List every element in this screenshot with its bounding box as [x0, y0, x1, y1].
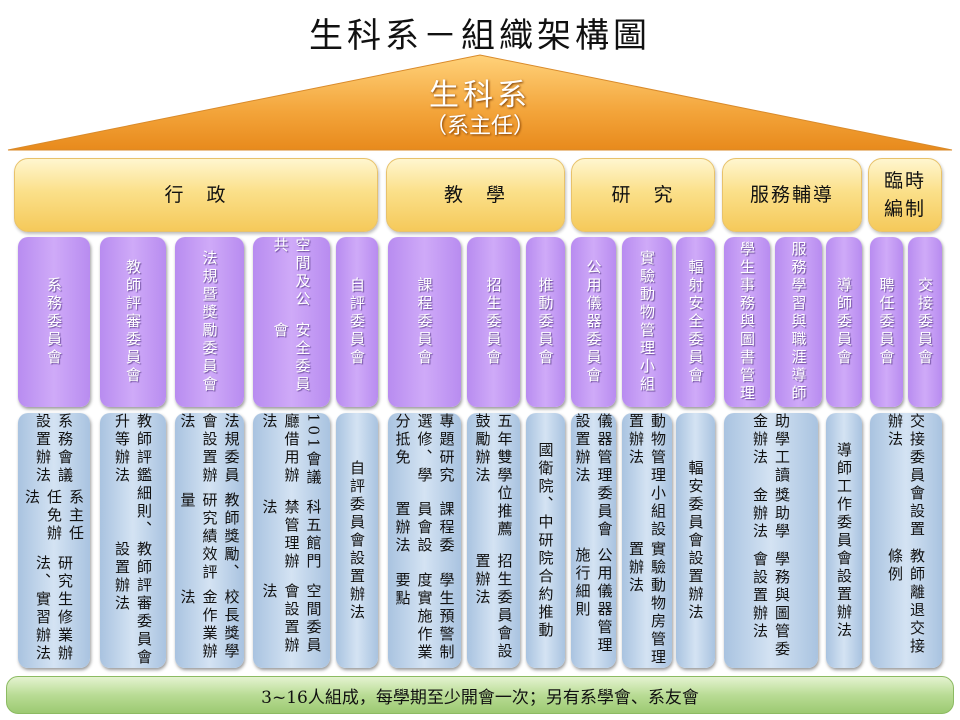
regulations-box: 導師工作委員會設置辦法 — [826, 413, 862, 668]
committee-box: 空間及公共安全委員會 — [253, 237, 330, 407]
regulation-line: 空間委員會設置辦法 — [260, 583, 323, 656]
committee-name-line: 課程委員會 — [415, 277, 434, 367]
committee-name-line: 招生委員會 — [484, 277, 503, 367]
regulations-box: 專題研究選修、學分抵免課程委員會設置辦法學生預警制度實施作業要點 — [388, 413, 461, 668]
committee-name-line: 空間及公共 — [271, 237, 312, 309]
regulation-line: 交接委員會設置辦法 — [886, 413, 926, 539]
committee-name-line: 職涯導師 — [789, 331, 808, 403]
regulation-line: 教師獎勵、研究績效評量 — [178, 492, 241, 583]
committee-box: 自評委員會 — [336, 237, 378, 407]
committee-box: 課程委員會 — [388, 237, 461, 407]
roof-shape — [7, 54, 953, 151]
regulation-line: 教師離退交接條例 — [886, 548, 926, 656]
committee-name-line: 學生事務與 — [738, 241, 756, 331]
regulations-box: 助學工讀金辦法獎助學金辦法學務與圖管委會設置辦法 — [724, 413, 818, 668]
regulations-box: 動物管理小組設置辦法實驗動物房管理置辦法 — [622, 413, 672, 668]
regulation-line: 獎助學金辦法 — [751, 487, 791, 542]
committee-name-line: 教師評審委員會 — [124, 259, 142, 385]
department-head-title: 生科系 — [429, 78, 531, 113]
committee-box: 系務委員會 — [18, 237, 90, 407]
regulation-line: 課程委員會設置辦法 — [393, 500, 456, 555]
committee-box: 法規暨獎勵委員會 — [175, 237, 244, 407]
regulations-box: 自評委員會設置辦法 — [336, 413, 378, 668]
committee-name-line: 圖書管理 — [738, 331, 756, 403]
committee-name-line: 公用儀器委員會 — [584, 259, 603, 385]
regulations-box: 五年雙學位推薦鼓勵辦法招生委員會設置辦法 — [467, 413, 520, 668]
regulations-box: 交接委員會設置辦法教師離退交接條例 — [870, 413, 942, 668]
regulation-line: 學務與圖管委會設置辦法 — [751, 551, 791, 660]
category-service: 服務輔導 — [722, 158, 862, 232]
committee-box: 交接委員會 — [908, 237, 942, 407]
committee-name-line: 服務學習與 — [789, 241, 808, 331]
regulations-box: 教師評鑑細則、升等辦法教師評審委員會設置辦法 — [100, 413, 166, 668]
regulation-line: 輻安委員會設置辦法 — [686, 459, 705, 622]
footer-note: 3~16人組成，每學期至少開會一次；另有系學會、系友會 — [6, 676, 954, 714]
regulation-line: 教師評審委員會設置辦法 — [113, 540, 153, 667]
regulations-box: 101會議廳借用辦法科五館門禁管理辦法空間委員會設置辦法 — [253, 413, 330, 668]
committee-name-line: 推動委員會 — [536, 277, 555, 367]
committee-box: 招生委員會 — [467, 237, 520, 407]
committee-box: 服務學習與職涯導師 — [775, 237, 822, 407]
committee-name-line: 交接委員會 — [916, 277, 934, 367]
committee-box: 聘任委員會 — [870, 237, 903, 407]
committee-name-line: 法規暨 — [200, 250, 219, 304]
regulations-box: 輻安委員會設置辦法 — [676, 413, 715, 668]
regulation-line: 動物管理小組設置辦法 — [627, 413, 667, 539]
regulation-line: 科五館門禁管理辦法 — [260, 498, 323, 571]
regulations-box: 國衛院、中研院合約推動 — [526, 413, 565, 668]
committee-box: 推動委員會 — [526, 237, 565, 407]
committee-box: 教師評審委員會 — [100, 237, 166, 407]
committee-name-line: 導師委員會 — [835, 277, 853, 367]
committee-name-line: 自評委員會 — [348, 277, 366, 367]
regulation-line: 法規委員會設置辦法 — [178, 413, 241, 485]
regulation-line: 自評委員會設置辦法 — [348, 459, 366, 622]
regulation-line: 系主任任免辦法 — [23, 488, 85, 543]
committee-box: 公用儀器委員會 — [571, 237, 616, 407]
regulations-box: 法規委員會設置辦法教師獎勵、研究績效評量校長獎學金作業辦法 — [175, 413, 244, 668]
committee-box: 導師委員會 — [826, 237, 862, 407]
category-temporary: 臨時 編制 — [868, 158, 942, 232]
regulation-line: 助學工讀金辦法 — [751, 413, 791, 485]
category-admin: 行 政 — [14, 158, 378, 232]
regulation-line: 導師工作委員會設置辦法 — [835, 441, 853, 640]
page-title: 生科系－組織架構圖 — [309, 16, 651, 56]
regulation-line: 教師評鑑細則、升等辦法 — [113, 413, 153, 539]
committee-name-line: 輻射安全委員會 — [686, 259, 705, 385]
committee-name-line: 實驗動物管理小組 — [638, 250, 656, 394]
regulation-line: 研究生修業辦法、實習辦法 — [34, 554, 74, 663]
regulation-line: 實驗動物房管理置辦法 — [627, 540, 667, 667]
regulation-line: 招生委員會設置辦法 — [473, 553, 514, 662]
department-head-role: （系主任） — [424, 114, 535, 139]
committee-box: 學生事務與圖書管理 — [724, 237, 770, 407]
regulations-box: 儀器管理委員會設置辦法公用儀器管理施行細則 — [571, 413, 616, 668]
committee-name-line: 安全委員會 — [271, 322, 312, 394]
regulation-line: 儀器管理委員會設置辦法 — [573, 413, 614, 539]
committee-box: 輻射安全委員會 — [676, 237, 715, 407]
regulations-box: 系務會議設置辦法系主任任免辦法研究生修業辦法、實習辦法 — [18, 413, 90, 668]
committee-name-line: 聘任委員會 — [877, 277, 896, 367]
regulation-line: 國衛院、中研院合約推動 — [536, 441, 555, 640]
committee-box: 實驗動物管理小組 — [622, 237, 672, 407]
committee-name-line: 獎勵委員會 — [200, 304, 219, 394]
committee-name-line: 系務委員會 — [45, 277, 63, 367]
regulation-line: 五年雙學位推薦鼓勵辦法 — [473, 413, 514, 539]
regulation-line: 系務會議設置辦法 — [34, 413, 74, 485]
regulation-line: 公用儀器管理施行細則 — [573, 546, 614, 655]
category-teaching: 教 學 — [386, 158, 565, 232]
regulation-line: 專題研究選修、學分抵免 — [393, 413, 456, 485]
category-research: 研 究 — [571, 158, 715, 232]
regulation-line: 101會議廳借用辦法 — [260, 413, 323, 487]
regulation-line: 校長獎學金作業辦法 — [178, 588, 241, 661]
regulation-line: 學生預警制度實施作業要點 — [393, 572, 456, 663]
